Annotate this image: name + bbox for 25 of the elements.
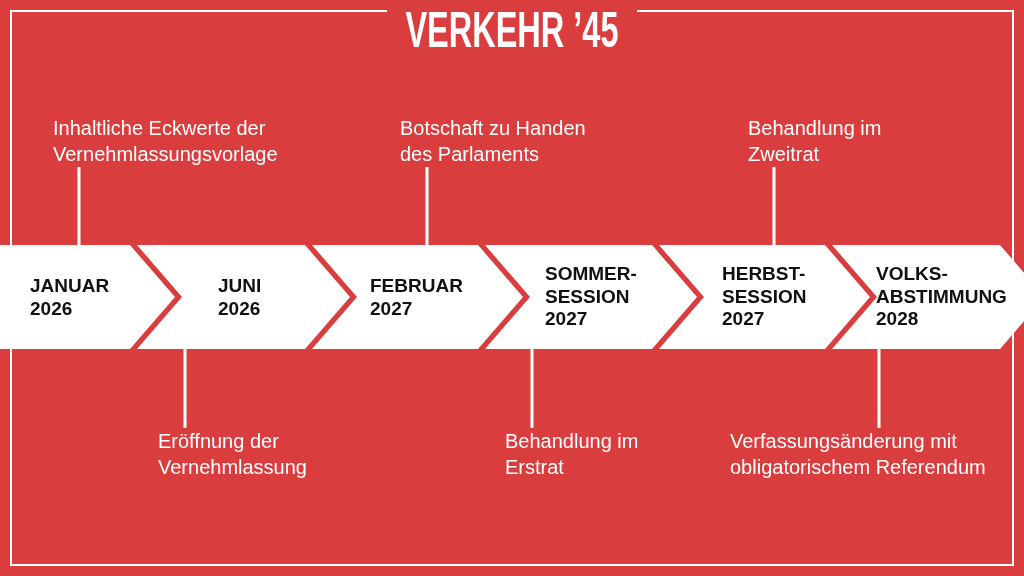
timeline-step <box>137 245 350 349</box>
milestone-date: HERBST- SESSION 2027 <box>722 263 807 331</box>
title: VERKEHR ’45 <box>405 5 619 55</box>
milestone-date: JANUAR 2026 <box>30 274 110 320</box>
milestone-date: FEBRUAR 2027 <box>370 274 463 320</box>
milestone-description: Behandlung im Zweitrat <box>748 115 885 167</box>
leader-line <box>530 349 534 428</box>
milestone-date: JUNI 2026 <box>218 274 262 320</box>
leader-line <box>77 167 81 245</box>
leader-line <box>183 349 187 428</box>
timeline-step <box>485 245 697 349</box>
leader-line <box>425 167 429 245</box>
timeline-step <box>312 245 523 349</box>
milestone-date: VOLKS- ABSTIMMUNG 2028 <box>876 263 1007 331</box>
leader-line <box>772 167 776 245</box>
timeline-step <box>832 245 1024 349</box>
milestone-description: Botschaft zu Handen des Parlaments <box>400 115 589 167</box>
leader-line <box>877 349 881 428</box>
timeline-step <box>659 245 870 349</box>
milestone-date: SOMMER- SESSION 2027 <box>545 263 637 331</box>
milestone-description: Eröffnung der Vernehmlassung <box>158 428 311 480</box>
timeline-step <box>0 245 175 349</box>
milestone-description: Behandlung im Erstrat <box>505 428 642 480</box>
milestone-description: Verfassungsänderung mit obligatorischem Referendum <box>730 428 990 480</box>
milestone-description: Inhaltliche Eckwerte der Vernehmlassungsvorlage <box>53 115 281 167</box>
